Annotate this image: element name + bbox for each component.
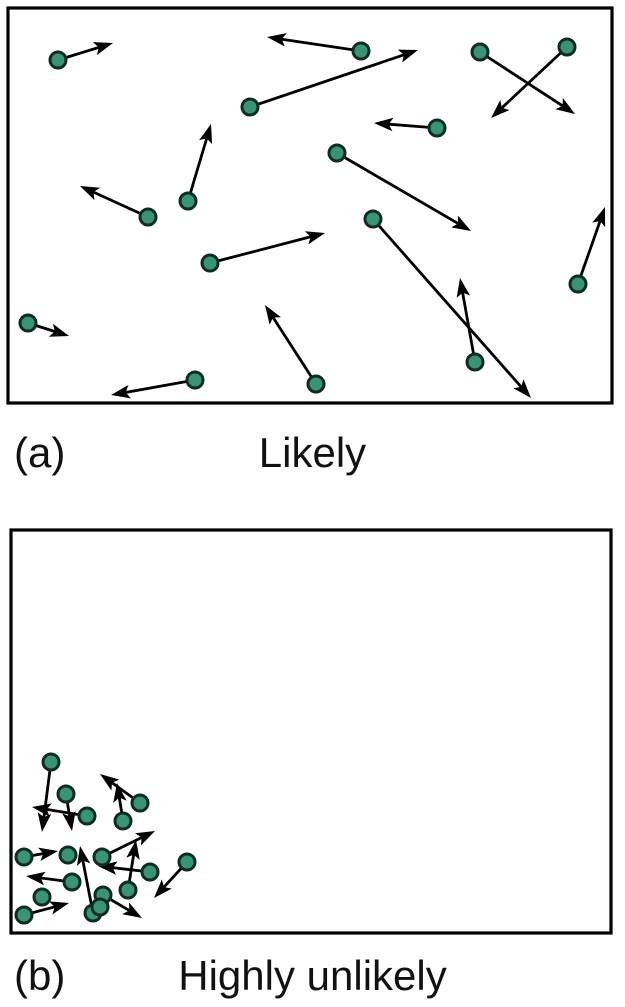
velocity-arrow-line xyxy=(499,45,568,110)
velocity-arrow-head xyxy=(134,831,155,846)
velocity-arrow-head xyxy=(451,215,471,231)
velocity-arrow-line xyxy=(576,219,602,285)
molecule-dot xyxy=(185,370,205,390)
velocity-arrow-head xyxy=(26,871,46,886)
molecule-dot xyxy=(465,352,485,372)
molecule-dot xyxy=(41,752,61,772)
molecule-dot xyxy=(130,793,150,813)
velocity-arrow-head xyxy=(555,97,575,114)
molecule-dot xyxy=(14,905,34,925)
velocity-arrow-head xyxy=(98,861,118,875)
velocity-arrow-line xyxy=(279,37,362,53)
velocity-arrow-head xyxy=(154,879,172,898)
velocity-arrow-head xyxy=(592,207,606,228)
molecule-dot xyxy=(48,50,68,70)
velocity-arrow-head xyxy=(48,323,69,337)
velocity-arrow-line xyxy=(479,50,565,108)
velocity-arrow-head xyxy=(199,124,213,145)
panel-a-velocity-arrows xyxy=(27,33,606,399)
velocity-arrow-head xyxy=(113,783,127,803)
velocity-arrow-head xyxy=(397,49,418,63)
velocity-arrow-head xyxy=(126,840,140,860)
velocity-arrow-head xyxy=(267,33,287,47)
velocity-arrow-head xyxy=(76,846,91,866)
panel-a-molecule-dots xyxy=(18,37,588,394)
molecule-dot xyxy=(178,191,198,211)
molecule-dot xyxy=(427,118,447,138)
velocity-arrow-head xyxy=(100,774,120,791)
molecule-dot xyxy=(32,887,52,907)
velocity-arrow-line xyxy=(123,378,196,395)
molecule-dot xyxy=(14,847,34,867)
molecule-dot xyxy=(77,806,97,826)
velocity-arrow-head xyxy=(456,278,471,298)
panel-b-label: (b) xyxy=(14,952,66,999)
molecule-dot xyxy=(90,897,110,917)
molecule-dot xyxy=(200,253,220,273)
velocity-arrow-head xyxy=(265,305,282,325)
molecule-dot xyxy=(177,852,197,872)
molecule-dot xyxy=(140,862,160,882)
molecule-dot xyxy=(56,784,76,804)
molecule-dot xyxy=(306,374,326,394)
molecule-dot xyxy=(470,42,490,62)
velocity-arrow-line xyxy=(371,218,524,389)
molecule-dot xyxy=(92,847,112,867)
velocity-arrow-line xyxy=(209,235,313,265)
molecule-dot xyxy=(118,880,138,900)
panel-b-caption-row: (b) Highly unlikely xyxy=(0,952,625,999)
molecule-dot xyxy=(18,313,38,333)
molecule-dot xyxy=(351,41,371,61)
velocity-arrow-head xyxy=(513,379,531,398)
molecule-dot xyxy=(557,37,577,57)
velocity-arrow-line xyxy=(336,151,461,226)
molecule-dot xyxy=(240,97,260,117)
velocity-arrow-head xyxy=(491,100,510,118)
velocity-arrow-line xyxy=(91,190,149,219)
panel-b-molecule-dots xyxy=(14,752,197,925)
molecule-dot xyxy=(568,274,588,294)
velocity-arrow-head xyxy=(37,812,52,832)
velocity-arrow-head xyxy=(304,231,325,245)
velocity-arrow-line xyxy=(249,52,406,109)
molecule-dot xyxy=(62,872,82,892)
velocity-arrow-head xyxy=(80,186,101,201)
panel-a-label: (a) xyxy=(14,429,66,476)
velocity-arrow-head xyxy=(38,847,58,861)
velocity-arrow-head xyxy=(32,803,52,817)
velocity-arrow-head xyxy=(122,902,142,918)
molecule-dot xyxy=(58,845,78,865)
velocity-arrow-line xyxy=(460,290,477,363)
panel-b-box xyxy=(9,528,613,935)
panel-b-caption: Highly unlikely xyxy=(178,952,447,999)
molecule-dot xyxy=(113,811,133,831)
panel-a-box xyxy=(6,6,614,405)
panel-a-caption-row: (a) Likely xyxy=(0,429,625,476)
velocity-arrow-head xyxy=(48,901,69,915)
velocity-arrow-head xyxy=(62,811,76,831)
molecule-dot xyxy=(327,143,347,163)
panel-a-diagram xyxy=(6,6,614,405)
panel-b-diagram xyxy=(9,528,613,935)
velocity-arrow-head xyxy=(111,384,131,399)
velocity-arrow-head xyxy=(92,42,113,56)
panel-a-caption: Likely xyxy=(258,429,367,476)
velocity-arrow-line xyxy=(271,315,318,385)
velocity-arrow-line xyxy=(186,136,209,202)
velocity-arrow-head xyxy=(374,117,394,132)
molecule-dot xyxy=(138,207,158,227)
molecule-dot xyxy=(363,209,383,229)
